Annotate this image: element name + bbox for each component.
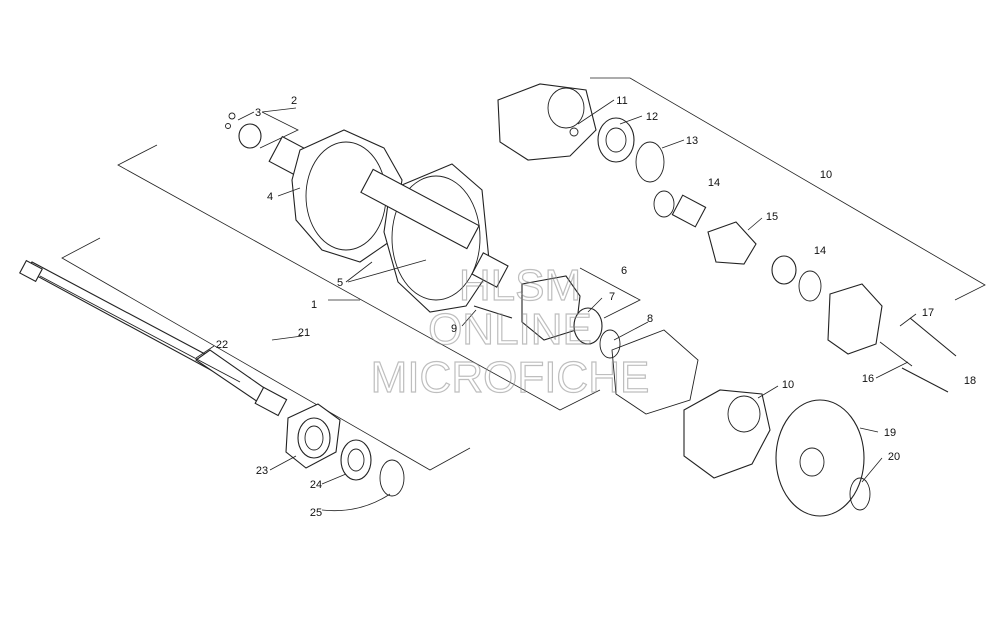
callout-24: 24: [310, 479, 322, 491]
callout-2: 2: [291, 95, 297, 107]
watermark: HLSM ONLINE MICROFICHE: [370, 260, 650, 402]
lower-chaincase-brake: [683, 389, 871, 517]
watermark-line-1: HLSM: [459, 261, 581, 310]
callout-21: 21: [298, 327, 310, 339]
leader-lines: [195, 99, 917, 511]
callout-3: 3: [255, 107, 261, 119]
watermark-line-3: MICROFICHE: [371, 353, 650, 402]
callout-18: 18: [964, 375, 976, 387]
callout-5: 5: [337, 277, 343, 289]
lower-bearing-group: [285, 403, 405, 497]
callout-9: 9: [451, 323, 457, 335]
callout-19: 19: [884, 427, 896, 439]
callout-25: 25: [310, 507, 322, 519]
callout-22: 22: [216, 339, 228, 351]
callout-14-upper: 14: [708, 177, 720, 189]
callout-10-lower: 10: [782, 379, 794, 391]
callout-17: 17: [922, 307, 934, 319]
callout-16: 16: [862, 373, 874, 385]
drive-shaft: [19, 259, 288, 417]
callout-6: 6: [621, 265, 627, 277]
middle-hardware: [473, 275, 699, 415]
callout-7: 7: [609, 291, 615, 303]
upper-chaincase: [497, 83, 957, 393]
callout-labels: 1 2 3 4 5 6 7 8 9 10 10 11 12 13 14 14 1…: [216, 95, 976, 519]
callout-1: 1: [311, 299, 317, 311]
callout-8: 8: [647, 313, 653, 325]
watermark-line-2: ONLINE: [428, 305, 592, 354]
callout-11: 11: [616, 95, 627, 107]
callout-23: 23: [256, 465, 268, 477]
callout-14-lower: 14: [814, 245, 826, 257]
callout-4: 4: [267, 191, 273, 203]
group-brackets: [61, 77, 986, 471]
callout-12: 12: [646, 111, 658, 123]
callout-20: 20: [888, 451, 900, 463]
drive-axle-sprockets: [225, 112, 509, 313]
callout-13: 13: [686, 135, 698, 147]
callout-15: 15: [766, 211, 778, 223]
callout-10-upper: 10: [820, 169, 832, 181]
